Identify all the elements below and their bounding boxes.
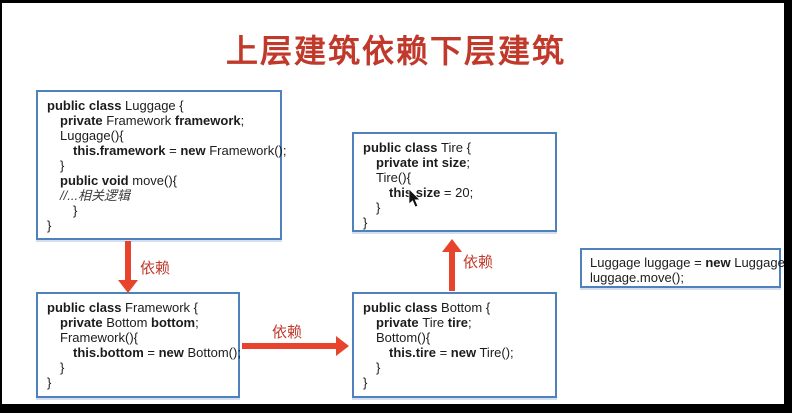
arrowhead-down-icon — [118, 280, 138, 293]
dependency-label-2: 依赖 — [272, 324, 303, 341]
letterbox-top — [0, 0, 792, 3]
dependency-label-1: 依赖 — [140, 260, 171, 277]
arrowhead-right-icon — [336, 336, 349, 356]
arrow-framework-to-bottom — [242, 343, 337, 349]
arrow-pointer-icon — [408, 188, 421, 213]
code-box-framework: public class Framework {private Bottom b… — [36, 292, 241, 398]
arrow-bottom-to-tire — [449, 251, 455, 291]
arrow-luggage-to-framework — [125, 241, 131, 281]
letterbox-right — [784, 0, 792, 413]
page-title: 上层建筑依赖下层建筑 — [225, 33, 566, 69]
code-box-usage: Luggage luggage = new Luggage();luggage.… — [580, 248, 792, 288]
letterbox-left — [0, 0, 2, 413]
letterbox-bottom — [0, 404, 792, 413]
code-box-luggage: public class Luggage {private Framework … — [36, 90, 287, 240]
dependency-label-3: 依赖 — [463, 254, 494, 271]
arrowhead-up-icon — [442, 239, 462, 252]
code-box-tire: public class Tire {private int size;Tire… — [352, 132, 557, 232]
code-box-bottom: public class Bottom {private Tire tire;B… — [352, 292, 557, 398]
